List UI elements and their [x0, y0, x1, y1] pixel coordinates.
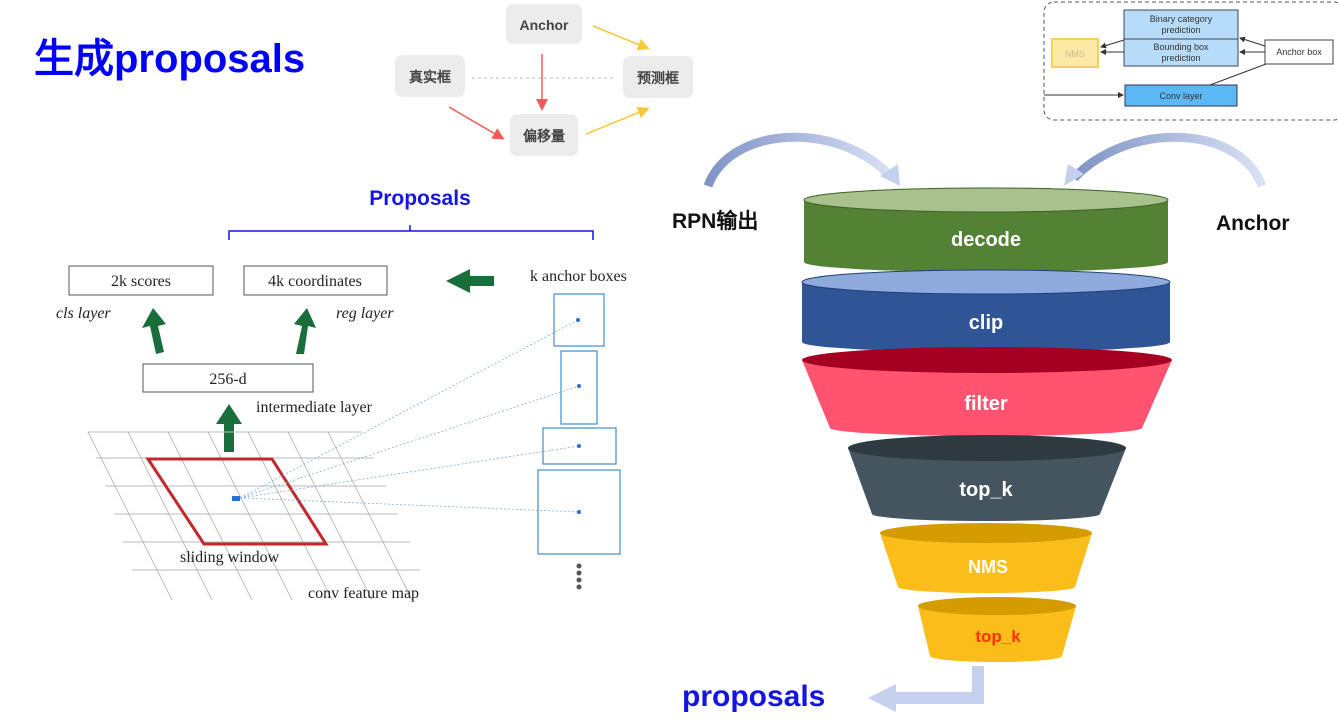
funnel: decode clip filter top_k NMS top_k — [801, 187, 1172, 662]
stage-label: top_k — [975, 627, 1021, 646]
node-prediction: 预测框 — [637, 70, 679, 86]
sliding-window-label: sliding window — [180, 549, 280, 566]
stage-label: decode — [951, 229, 1021, 251]
anchor-boxes — [537, 293, 621, 555]
stage-filter: filter — [802, 347, 1172, 436]
stage-decode: decode — [803, 187, 1169, 272]
green-arrows — [142, 269, 494, 452]
stage-label: clip — [969, 312, 1003, 334]
ellipsis-dots — [576, 563, 582, 590]
conv-map-label: conv feature map — [308, 585, 419, 602]
cls-layer-label: cls layer — [56, 305, 111, 322]
left-input-arc — [703, 132, 896, 188]
stage-clip: clip — [801, 269, 1171, 352]
rpn-head-diagram: Binary category prediction Bounding box … — [1043, 1, 1338, 121]
stage-top-k: top_k — [848, 435, 1126, 521]
stage-nms: NMS — [880, 523, 1092, 594]
coords-box: 4k coordinates — [268, 273, 362, 290]
intermediate-label: intermediate layer — [256, 399, 373, 416]
node-offset: 偏移量 — [523, 128, 565, 144]
right-input-arc — [1070, 132, 1267, 188]
proposals-label: Proposals — [369, 187, 471, 210]
scores-box: 2k scores — [111, 273, 171, 290]
stage-label: NMS — [968, 557, 1008, 577]
anchor-input-label: Anchor — [1216, 212, 1290, 235]
conv-layer-node: Conv layer — [1159, 91, 1202, 101]
feature-map-grid — [87, 431, 420, 601]
stage-label: filter — [964, 393, 1008, 415]
stage-label: top_k — [959, 479, 1013, 501]
rpn-output-label: RPN输出 — [672, 209, 758, 233]
stage-top-k-final: top_k — [918, 597, 1076, 662]
anchor-boxes-label: k anchor boxes — [530, 268, 627, 285]
binary-line1: Binary category — [1150, 14, 1213, 24]
bbox-line1: Bounding box — [1153, 42, 1209, 52]
node-anchor: Anchor — [520, 17, 570, 33]
slide-title: 生成proposals — [34, 37, 305, 81]
nms-box: NMS — [1065, 49, 1085, 59]
anchor-box-node: Anchor box — [1276, 47, 1322, 57]
binary-line2: prediction — [1161, 25, 1200, 35]
output-arrow — [896, 666, 984, 704]
relation-diagram: Anchor 真实框 预测框 偏移量 — [395, 4, 693, 156]
reg-layer-label: reg layer — [336, 305, 394, 322]
sliding-window — [145, 457, 329, 546]
d256-box: 256-d — [209, 371, 246, 388]
bbox-line2: prediction — [1161, 53, 1200, 63]
rpn-figure: Proposals 2k scores 4k coordinates cls l… — [56, 187, 627, 602]
proposals-output-label: proposals — [682, 680, 825, 713]
node-ground-truth: 真实框 — [409, 69, 451, 85]
